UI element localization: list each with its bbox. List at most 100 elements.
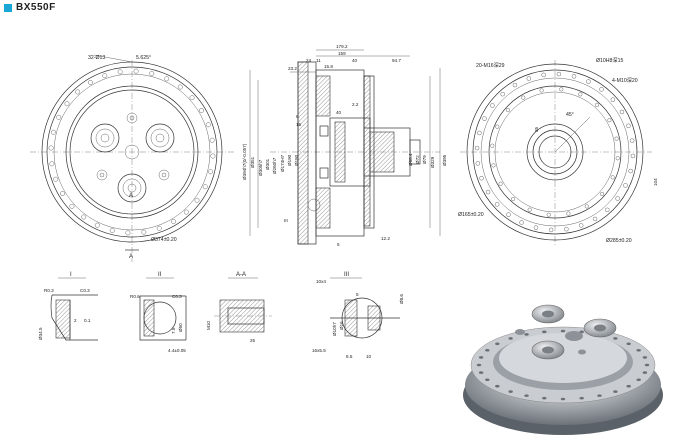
detail-iii-86: Ø8.6 [399,294,404,304]
rear-bolt-hole [533,225,539,230]
side-dia-180: Ø180 [294,154,299,166]
rear-bolt-hole [610,97,616,102]
rear-view: 20-M16深29 Ø10H8深15 4-M10深20 45° 104 35 Ø… [458,56,658,246]
rear-bolt-hole [477,130,482,136]
product-photo [463,304,663,435]
side-dia-664: Ø66.4 [408,153,413,166]
detail-iii-label: III [344,272,349,278]
side-dim-5: 5 [337,242,340,247]
detail-aa-m10: M10 [206,321,211,330]
front-bolt-hole [75,89,81,95]
detail-i-label: I [70,272,72,278]
photo-bolt [524,394,529,397]
side-dia-72: Ø72 [415,155,420,164]
side-detail-ref: III [284,218,288,223]
rear-bolt-hole [548,227,554,233]
side-dim-232: 23.2 [288,66,297,71]
detail-iii-10x4: 10x4 [316,279,326,284]
detail-i-r03: R0.3 [44,288,54,293]
front-bolt-hole [141,229,147,235]
rear-bolt-hole [578,223,584,228]
front-angle-label: 5.625° [136,55,151,61]
rear-inner-hole [527,207,532,212]
rear-thread-label: 20-M16深29 [476,61,505,69]
detail-aa-label: A-A [236,272,246,278]
front-bolt-holes [48,68,216,236]
detail-ii-c03: C0.3 [172,294,182,299]
photo-bolt [478,356,484,359]
rear-bolt-hole [479,175,484,181]
rear-inner-hole [578,92,583,97]
side-dia-174: Ø174H7 [280,154,285,172]
title-bar: BX550F [4,2,56,13]
detail-ii: II R0.6 C0.3 Ø50 7.5 4.4±0.05 [130,272,187,353]
front-bolt-hole [208,169,213,175]
detail-i-c03: C0.3 [80,288,90,293]
front-bolt-hole [194,197,200,203]
front-bolt-hole [133,68,139,74]
detail-iii-10: 10 [366,354,372,359]
photo-bolt [636,378,641,382]
photo-bolt [542,330,547,334]
photo-bolt [560,329,566,333]
front-bolt-hole [48,145,54,151]
front-bolt-hole [49,161,55,167]
rear-bolt-hole [571,74,577,79]
rear-inner-hole [584,204,589,209]
side-dia-329: Ø329 [430,156,435,168]
rear-bolt-hole [626,123,631,129]
side-dia-305: Ø305h7 [258,159,263,176]
rear-pin-label: Ø10H8深15 [596,56,624,64]
photo-bolt [579,396,584,400]
front-bolt-hole [60,191,65,197]
side-dim-40: 40 [352,58,358,63]
rear-bolt-hole [506,212,511,217]
detail-ii-44: 4.4±0.05 [168,348,186,353]
front-bolt-hole [210,153,216,159]
rear-bolt-hole [629,138,635,143]
photo-bolt [542,396,547,400]
front-holes-label: 32-Ø13 [88,55,105,61]
detail-iii-5: 5 [356,292,359,297]
detail-i-2: 2 [74,318,77,323]
photo-bolt [642,356,648,359]
rear-bolt-holes [474,71,636,233]
front-bolt-hole [102,73,108,79]
rear-bolt-hole [564,226,569,232]
front-bolt-hole [69,203,75,209]
rear-inner-hole [495,124,500,129]
front-bolt-hole [189,95,195,101]
rear-inner-hole [614,136,619,141]
side-dim-947: 94.7 [392,58,401,63]
front-bolt-hole [199,107,204,113]
photo-bolt [508,337,513,340]
section-mark-bottom: A [129,254,133,260]
rear-bolt-hole [615,196,620,201]
side-dia-79: Ø79 [422,155,427,164]
rear-bolt-hole [605,207,610,213]
photo-bolt [579,330,584,334]
front-bolt-hole [81,214,87,220]
side-dim-24: 24 [306,58,312,63]
front-view: 32-Ø13 5.625° Ø374±0.20 A A [30,54,236,262]
side-dia-301: Ø301 [265,158,270,170]
side-dim-22: 2.2 [352,102,359,107]
front-bolt-hole [205,122,211,128]
photo-bolt [478,371,484,374]
title-accent-square [4,3,12,12]
front-bolt-hole [117,69,123,75]
rear-bolt-hole [628,168,633,174]
side-dia-351: Ø351 [250,156,255,168]
front-bolt-hole [183,209,189,215]
front-bolt-hole [64,101,70,107]
rear-bolt-hole [586,79,591,84]
rear-pcd-inner: Ø165±0.20 [458,212,484,218]
rear-bolt-hole [490,103,495,108]
photo-bolt [644,363,650,367]
rear-dim-104: 104 [653,178,658,186]
photo-flange-bolts [476,329,650,401]
photo-bolt [485,378,490,382]
photo-bolt [642,371,648,374]
front-bolt-hole [51,129,56,135]
